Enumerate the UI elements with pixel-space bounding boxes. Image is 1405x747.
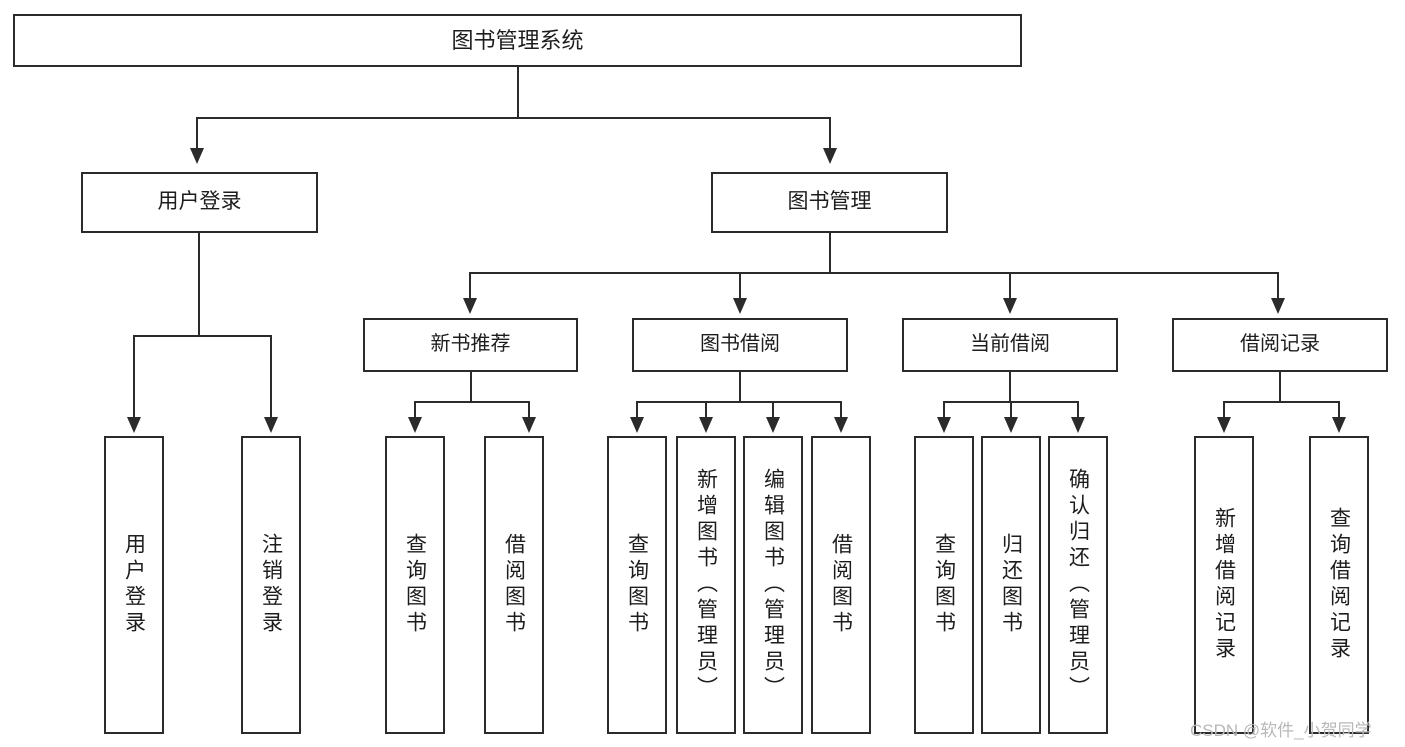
node-label: 新增图书（管理员） — [694, 468, 718, 702]
edge-bb-to-leaf-3 — [772, 401, 774, 419]
edge-nbr-stem — [470, 372, 472, 402]
leaf-query-book-2[interactable]: 查询图书 — [607, 436, 667, 734]
leaf-user-login[interactable]: 用户登录 — [104, 436, 164, 734]
leaf-borrow-book-2[interactable]: 借阅图书 — [811, 436, 871, 734]
edge-cb-to-leaf-3 — [1077, 401, 1079, 419]
arrowhead-borrow-record — [1271, 298, 1285, 314]
edge-br-stem — [1279, 372, 1281, 402]
arrowhead-br-leaf-2 — [1332, 417, 1346, 433]
leaf-query-borrow-record[interactable]: 查询借阅记录 — [1309, 436, 1369, 734]
node-label: 借阅记录 — [1240, 333, 1320, 356]
arrowhead-leaf-user-logout — [264, 417, 278, 433]
node-label: 编辑图书（管理员） — [761, 468, 785, 702]
edge-user-login-to-leaf-1 — [133, 335, 135, 419]
arrowhead-bb-leaf-3 — [766, 417, 780, 433]
node-label: 图书管理系统 — [451, 27, 584, 53]
node-label: 确认归还（管理员） — [1066, 468, 1090, 702]
arrowhead-nbr-leaf-1 — [408, 417, 422, 433]
node-borrow-record[interactable]: 借阅记录 — [1172, 318, 1388, 372]
edge-br-to-leaf-2 — [1338, 401, 1340, 419]
node-label: 归还图书 — [999, 533, 1023, 637]
edge-cb-stem — [1009, 372, 1011, 402]
node-label: 借阅图书 — [829, 533, 853, 637]
arrowhead-new-book-recommend — [463, 298, 477, 314]
edge-user-login-bus — [133, 335, 271, 337]
node-label: 查询图书 — [403, 533, 427, 637]
leaf-query-book-3[interactable]: 查询图书 — [914, 436, 974, 734]
node-label: 用户登录 — [122, 533, 146, 637]
arrowhead-to-user-login — [190, 148, 204, 164]
edge-book-management-stem — [829, 233, 831, 273]
arrowhead-book-borrow — [733, 298, 747, 314]
leaf-query-book-1[interactable]: 查询图书 — [385, 436, 445, 734]
node-book-management[interactable]: 图书管理 — [711, 172, 948, 233]
leaf-confirm-return-admin[interactable]: 确认归还（管理员） — [1048, 436, 1108, 734]
leaf-add-borrow-record[interactable]: 新增借阅记录 — [1194, 436, 1254, 734]
arrowhead-bb-leaf-4 — [834, 417, 848, 433]
edge-bb-to-leaf-2 — [705, 401, 707, 419]
node-current-borrow[interactable]: 当前借阅 — [902, 318, 1118, 372]
edge-bb-stem — [739, 372, 741, 402]
node-label: 新增借阅记录 — [1212, 507, 1236, 663]
arrowhead-br-leaf-1 — [1217, 417, 1231, 433]
edge-bm-to-new-book — [469, 272, 471, 300]
node-label: 查询图书 — [625, 533, 649, 637]
edge-root-to-user-login — [196, 117, 198, 151]
node-label: 新书推荐 — [430, 333, 511, 356]
leaf-borrow-book-1[interactable]: 借阅图书 — [484, 436, 544, 734]
arrowhead-cb-leaf-2 — [1004, 417, 1018, 433]
node-label: 用户登录 — [157, 190, 242, 214]
arrowhead-bb-leaf-1 — [630, 417, 644, 433]
node-label: 图书借阅 — [700, 333, 780, 356]
arrowhead-cb-leaf-1 — [937, 417, 951, 433]
arrowhead-to-book-management — [823, 148, 837, 164]
arrowhead-nbr-leaf-2 — [522, 417, 536, 433]
edge-user-login-stem — [198, 233, 200, 336]
edge-nbr-to-leaf-1 — [414, 401, 416, 419]
leaf-return-book[interactable]: 归还图书 — [981, 436, 1041, 734]
edge-book-management-bus — [469, 272, 1277, 274]
edge-nbr-to-leaf-2 — [528, 401, 530, 419]
edge-bm-to-book-borrow — [739, 272, 741, 300]
node-book-borrow[interactable]: 图书借阅 — [632, 318, 848, 372]
node-label: 当前借阅 — [970, 333, 1050, 356]
edge-bb-to-leaf-1 — [636, 401, 638, 419]
node-label: 查询借阅记录 — [1327, 507, 1351, 663]
edge-bb-bus — [636, 401, 842, 403]
node-new-book-recommend[interactable]: 新书推荐 — [363, 318, 578, 372]
edge-br-bus — [1223, 401, 1340, 403]
leaf-edit-book-admin[interactable]: 编辑图书（管理员） — [743, 436, 803, 734]
edge-root-to-book-management — [829, 117, 831, 151]
arrowhead-leaf-user-login — [127, 417, 141, 433]
edge-root-stem — [517, 67, 519, 117]
node-label: 注销登录 — [259, 533, 283, 637]
edge-bm-to-current-borrow — [1009, 272, 1011, 300]
arrowhead-cb-leaf-3 — [1071, 417, 1085, 433]
node-user-login[interactable]: 用户登录 — [81, 172, 318, 233]
edge-cb-to-leaf-1 — [943, 401, 945, 419]
node-label: 图书管理 — [787, 190, 872, 214]
edge-root-bus — [196, 117, 831, 119]
arrowhead-bb-leaf-2 — [699, 417, 713, 433]
edge-bb-to-leaf-4 — [840, 401, 842, 419]
edge-bm-to-borrow-record — [1277, 272, 1279, 300]
edge-cb-to-leaf-2 — [1010, 401, 1012, 419]
edge-user-login-to-leaf-2 — [270, 335, 272, 419]
node-label: 查询图书 — [932, 533, 956, 637]
edge-nbr-bus — [414, 401, 530, 403]
leaf-add-book-admin[interactable]: 新增图书（管理员） — [676, 436, 736, 734]
arrowhead-current-borrow — [1003, 298, 1017, 314]
edge-br-to-leaf-1 — [1223, 401, 1225, 419]
leaf-user-logout[interactable]: 注销登录 — [241, 436, 301, 734]
node-root-system[interactable]: 图书管理系统 — [13, 14, 1022, 67]
node-label: 借阅图书 — [502, 533, 526, 637]
